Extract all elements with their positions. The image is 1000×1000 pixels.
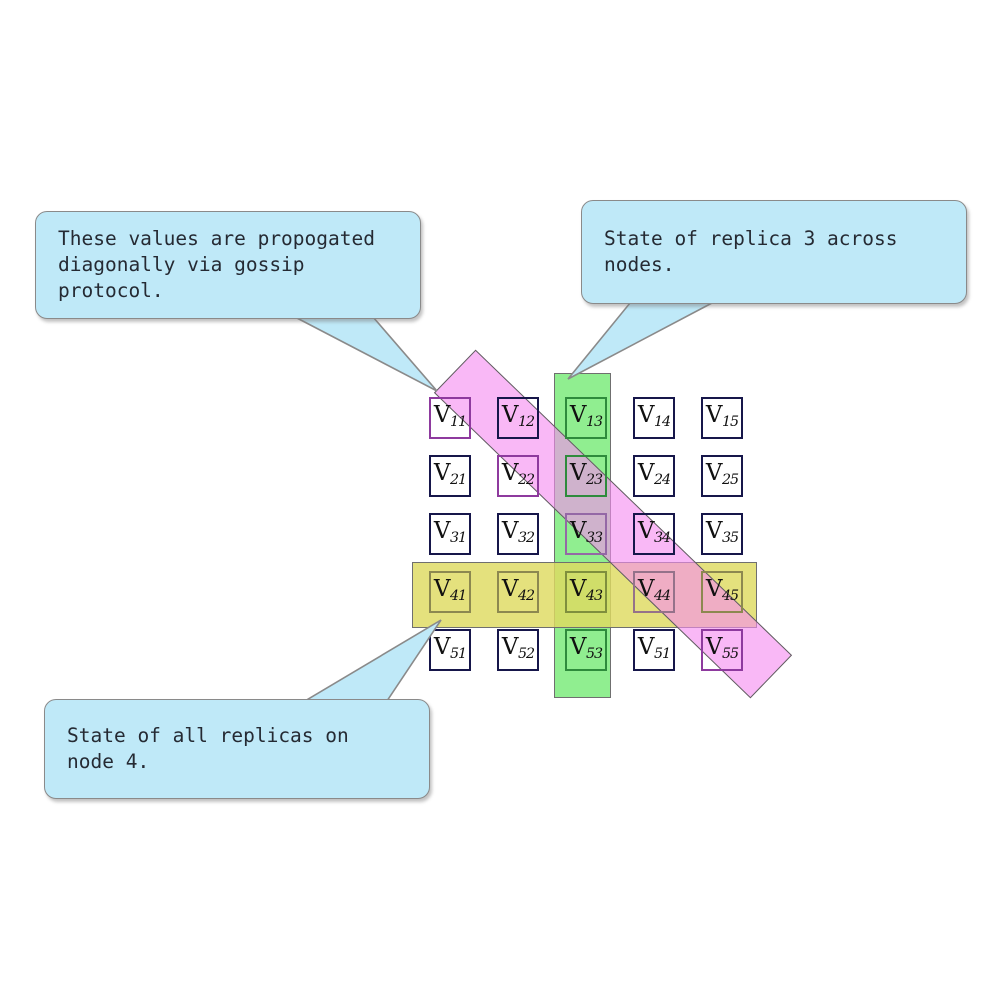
matrix-cell-label: V12 [501,402,535,431]
matrix-cell-subscript: 23 [585,472,603,489]
matrix-cell-label: V25 [705,460,739,489]
callout-gossip-note-text: These values are propogated diagonally v… [58,227,375,302]
matrix-cell-V21[interactable]: V21 [429,455,471,497]
matrix-cell-label: V11 [433,402,467,431]
matrix-cell-V12[interactable]: V12 [497,397,539,439]
matrix-cell-V53[interactable]: V53 [565,629,607,671]
matrix-cell-subscript: 45 [721,588,739,605]
matrix-cell-subscript: 41 [449,588,467,605]
matrix-cell-V55[interactable]: V55 [701,629,743,671]
matrix-cell-label: V52 [501,634,535,663]
matrix-cell-label: V44 [637,576,671,605]
matrix-cell-label: V22 [501,460,535,489]
matrix-cell-V32[interactable]: V32 [497,513,539,555]
matrix-cell-label: V34 [637,518,671,547]
matrix-cell-V52[interactable]: V52 [497,629,539,671]
matrix-cell-V14[interactable]: V14 [633,397,675,439]
matrix-cell-V45[interactable]: V45 [701,571,743,613]
matrix-cell-subscript: 25 [721,472,739,489]
matrix-cell-label: V23 [569,460,603,489]
matrix-cell-subscript: 55 [721,646,739,663]
callout-replica-3-note-text: State of replica 3 across nodes. [604,227,898,276]
callout-node-4-note[interactable]: State of all replicas on node 4. [44,699,430,799]
matrix-cell-V51[interactable]: V51 [633,629,675,671]
matrix-cell-subscript: 51 [653,646,671,663]
matrix-cell-V24[interactable]: V24 [633,455,675,497]
callout-gossip-note[interactable]: These values are propogated diagonally v… [35,211,421,319]
matrix-cell-label: V51 [637,634,671,663]
matrix-cell-V35[interactable]: V35 [701,513,743,555]
matrix-cell-subscript: 51 [449,646,467,663]
matrix-cell-V43[interactable]: V43 [565,571,607,613]
matrix-cell-V13[interactable]: V13 [565,397,607,439]
matrix-cell-label: V35 [705,518,739,547]
matrix-cell-V44[interactable]: V44 [633,571,675,613]
matrix-cell-label: V13 [569,402,603,431]
matrix-cell-subscript: 32 [517,530,535,547]
matrix-cell-V25[interactable]: V25 [701,455,743,497]
matrix-cell-V51[interactable]: V51 [429,629,471,671]
matrix-cell-subscript: 31 [449,530,467,547]
matrix-cell-V23[interactable]: V23 [565,455,607,497]
matrix-cell-label: V15 [705,402,739,431]
matrix-cell-subscript: 52 [517,646,535,663]
matrix-cell-label: V51 [433,634,467,663]
callout-node-4-note-text: State of all replicas on node 4. [67,724,349,773]
matrix-cell-V11[interactable]: V11 [429,397,471,439]
matrix-cell-subscript: 34 [653,530,671,547]
matrix-cell-label: V45 [705,576,739,605]
matrix-cell-subscript: 24 [653,472,671,489]
matrix-cell-V34[interactable]: V34 [633,513,675,555]
matrix-cell-subscript: 33 [585,530,603,547]
matrix-cell-subscript: 22 [517,472,535,489]
matrix-cell-V31[interactable]: V31 [429,513,471,555]
matrix-cell-V22[interactable]: V22 [497,455,539,497]
matrix-cell-V42[interactable]: V42 [497,571,539,613]
matrix-cell-subscript: 21 [449,472,467,489]
matrix-cell-label: V31 [433,518,467,547]
matrix-cell-V15[interactable]: V15 [701,397,743,439]
matrix-cell-label: V43 [569,576,603,605]
matrix-cell-label: V55 [705,634,739,663]
matrix-cell-subscript: 12 [517,414,535,431]
matrix-cell-subscript: 53 [585,646,603,663]
matrix-cell-label: V42 [501,576,535,605]
matrix-cell-subscript: 35 [721,530,739,547]
callout-replica-3-note[interactable]: State of replica 3 across nodes. [581,200,967,304]
matrix-cell-label: V24 [637,460,671,489]
matrix-cell-V33[interactable]: V33 [565,513,607,555]
matrix-cell-V41[interactable]: V41 [429,571,471,613]
matrix-cell-label: V14 [637,402,671,431]
matrix-cell-subscript: 13 [585,414,603,431]
matrix-cell-subscript: 43 [585,588,603,605]
matrix-cell-subscript: 44 [653,588,671,605]
matrix-cell-label: V41 [433,576,467,605]
matrix-cell-subscript: 15 [721,414,739,431]
matrix-cell-subscript: 11 [449,414,467,431]
matrix-cell-subscript: 14 [653,414,671,431]
matrix-cell-label: V53 [569,634,603,663]
matrix-cell-label: V32 [501,518,535,547]
matrix-cell-label: V21 [433,460,467,489]
matrix-cell-subscript: 42 [517,588,535,605]
matrix-cell-label: V33 [569,518,603,547]
